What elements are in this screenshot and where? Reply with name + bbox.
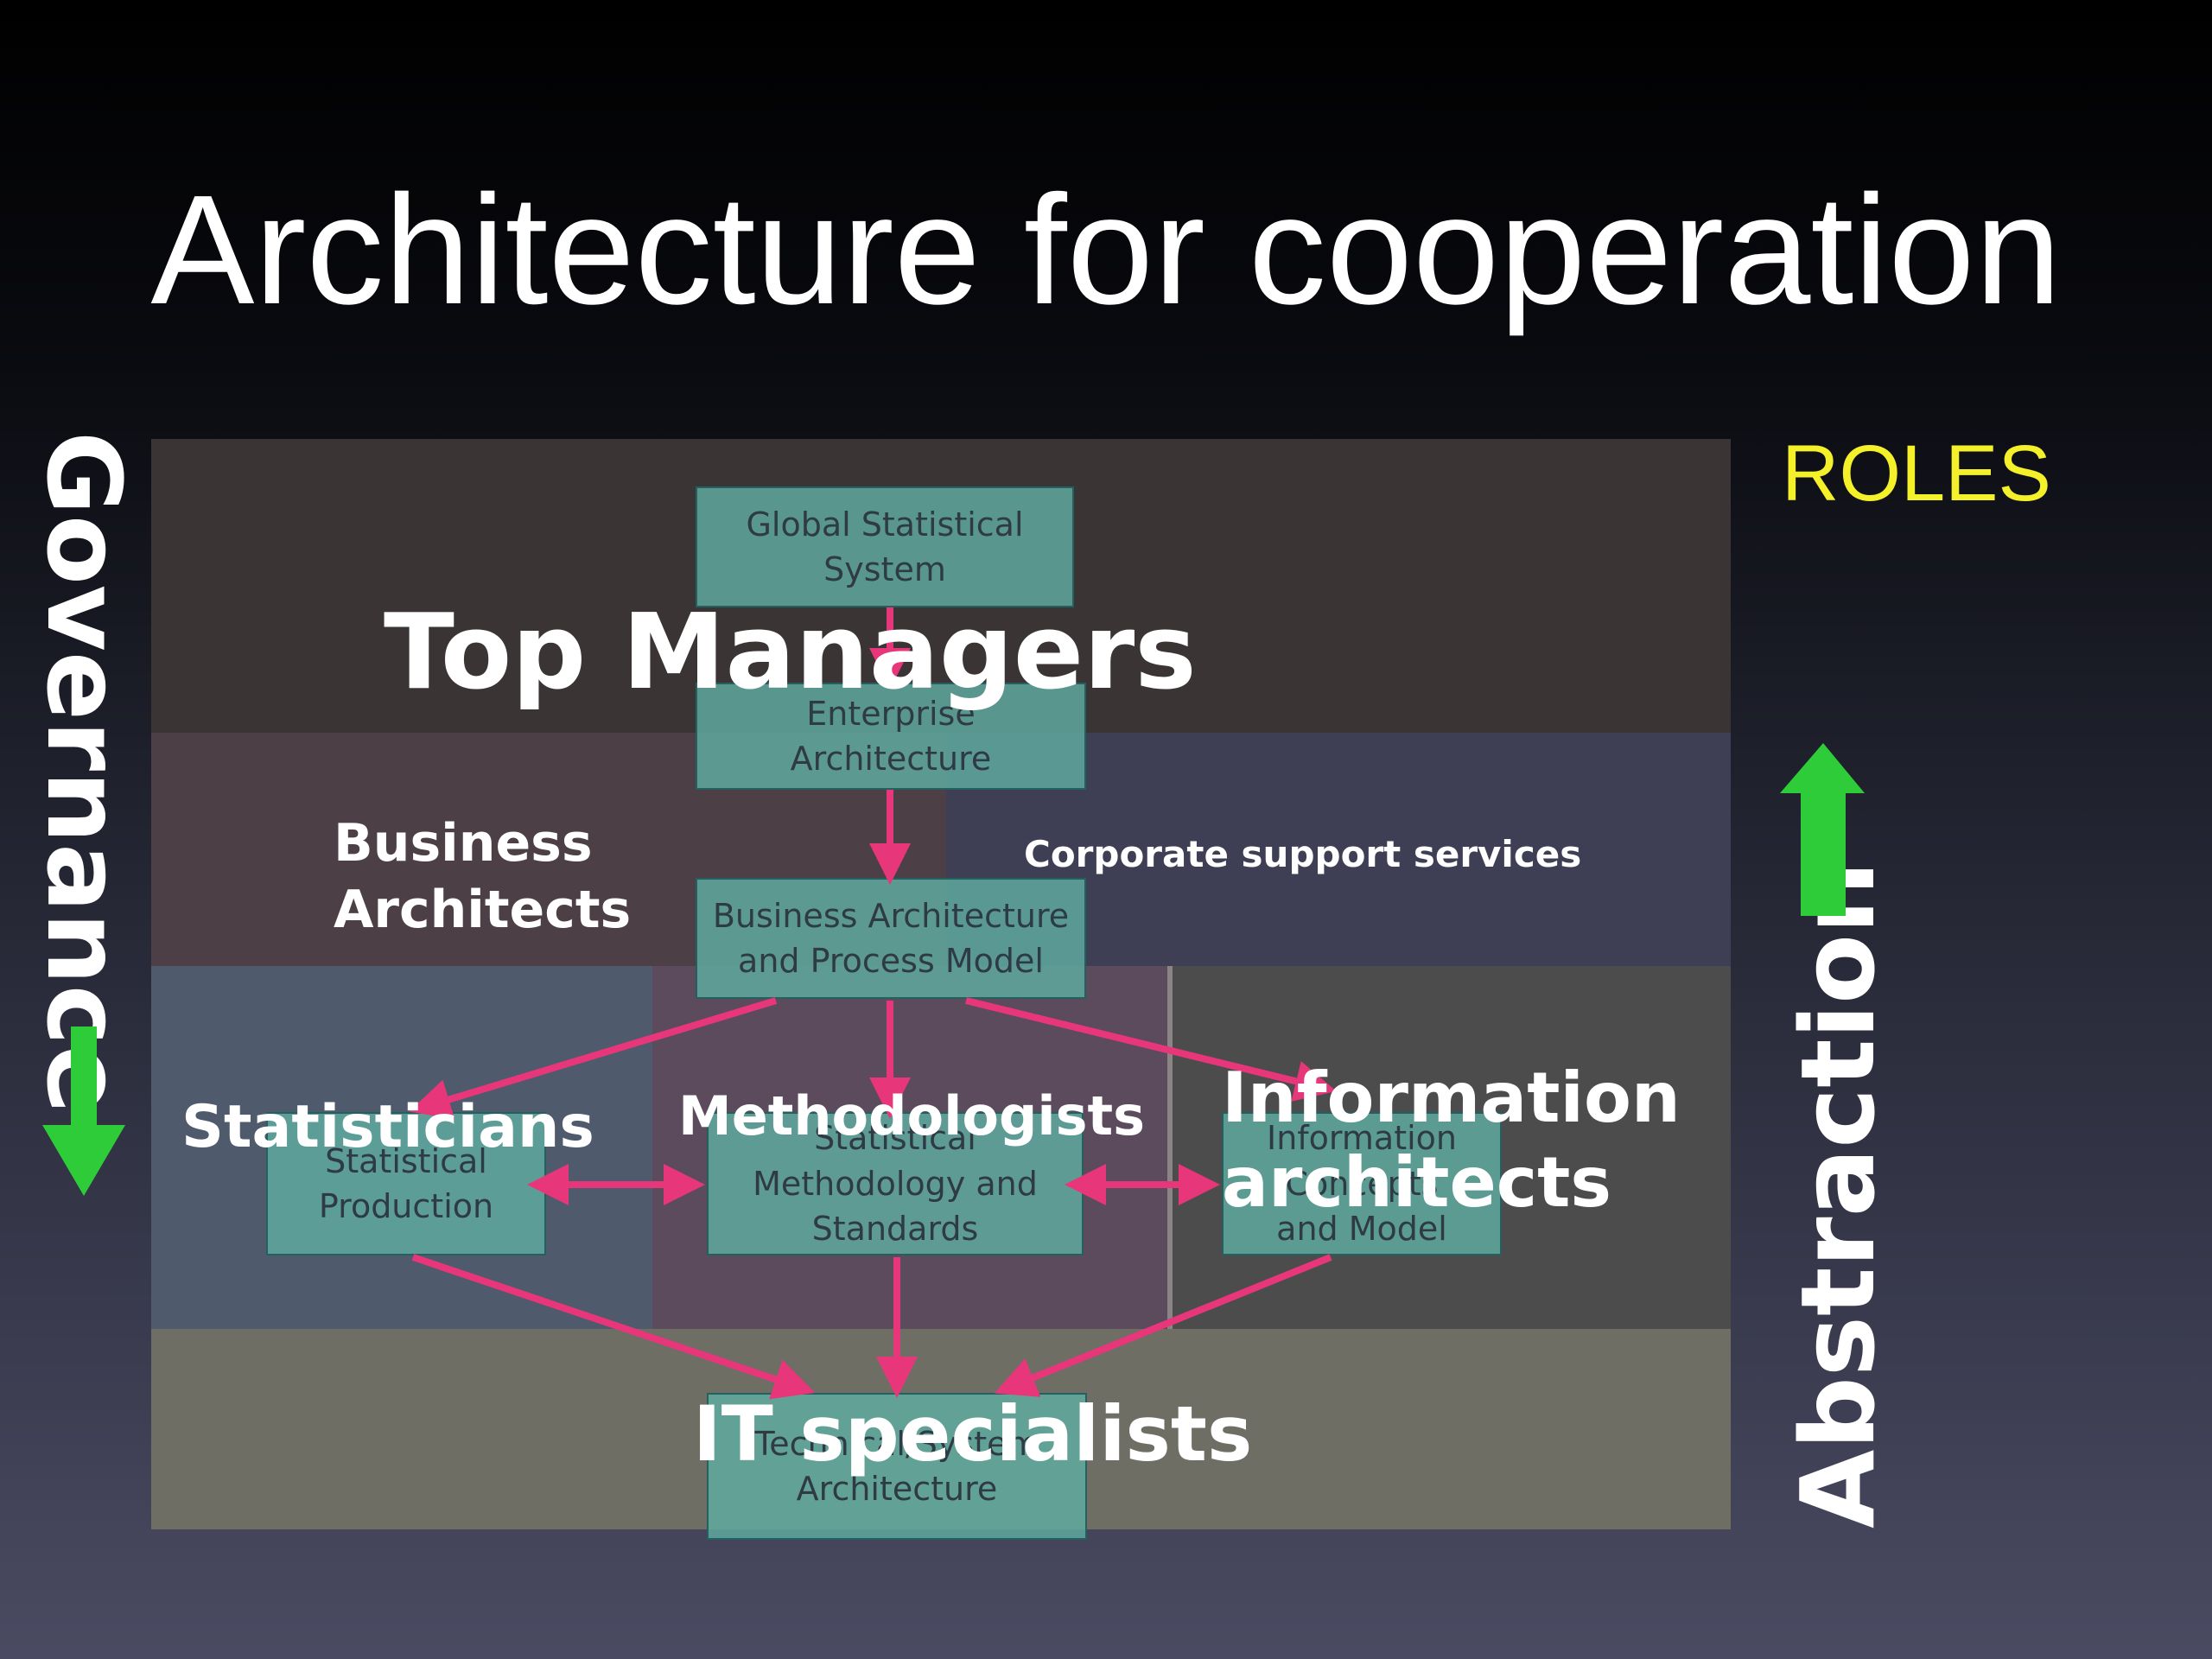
role-statisticians: Statisticians xyxy=(181,1093,594,1161)
process-statistical-production-label: Statistical Production xyxy=(318,1141,494,1225)
process-technical-architecture-label: Technical/System Architecture xyxy=(754,1424,1039,1508)
page-title: Architecture for cooperation xyxy=(150,163,2062,337)
process-business-architecture-label: Business Architecture and Process Model xyxy=(712,896,1070,980)
role-methodologists: Methodologists xyxy=(678,1084,1146,1147)
process-statistical-methodology-label: Statistical Methodology and Standards xyxy=(753,1119,1038,1249)
process-statistical-production: Statistical Production xyxy=(266,1112,546,1255)
process-enterprise-architecture-label: Enterprise Architecture xyxy=(790,694,992,778)
role-corporate-support: Corporate support services xyxy=(1024,833,1582,875)
process-statistical-methodology: Statistical Methodology and Standards xyxy=(707,1112,1084,1255)
process-technical-architecture: Technical/System Architecture xyxy=(707,1393,1087,1540)
roles-heading: ROLES xyxy=(1782,429,2051,518)
role-business-architects: Business Architects xyxy=(334,813,632,940)
process-information-concepts: Information Concepts and Model xyxy=(1222,1112,1502,1255)
process-global-statistical-system: Global Statistical System xyxy=(696,486,1074,607)
role-it-specialists: IT specialists xyxy=(693,1389,1253,1478)
process-global-statistical-system-label: Global Statistical System xyxy=(746,505,1024,588)
governance-label: Governance xyxy=(24,431,143,1115)
process-business-architecture: Business Architecture and Process Model xyxy=(696,878,1086,999)
abstraction-label: Abstraction xyxy=(1778,861,1897,1529)
band-divider xyxy=(1167,966,1173,1329)
role-top-managers: Top Managers xyxy=(384,593,1197,713)
role-information-architects: Information architects xyxy=(1222,1058,1681,1223)
process-information-concepts-label: Information Concepts and Model xyxy=(1267,1119,1457,1249)
